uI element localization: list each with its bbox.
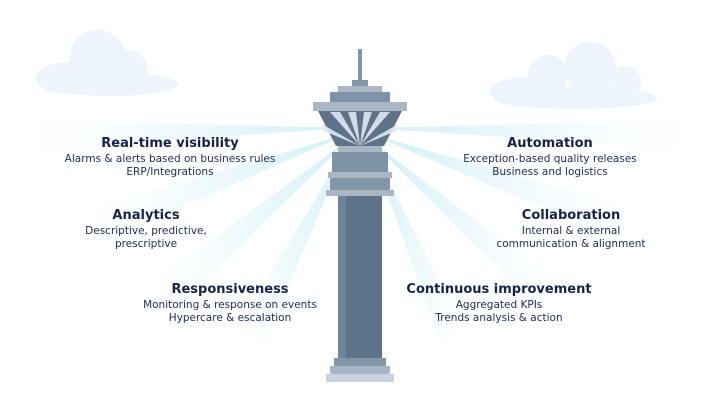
feature-title: Analytics	[112, 208, 180, 223]
feature-realtime-visibility: Real-time visibility Alarms & alerts bas…	[62, 136, 278, 179]
feature-analytics: Analytics Descriptive, predictive, presc…	[66, 208, 226, 251]
feature-line: Descriptive, predictive,	[85, 225, 207, 237]
feature-title: Collaboration	[521, 208, 621, 223]
feature-collaboration: Collaboration Internal & external commun…	[496, 208, 646, 251]
feature-line: Alarms & alerts based on business rules	[64, 153, 276, 165]
control-tower	[313, 49, 407, 382]
cloud-left-icon	[36, 30, 178, 96]
feature-line: ERP/Integrations	[126, 166, 214, 178]
feature-line: communication & alignment	[496, 238, 646, 250]
cloud-right-icon	[490, 42, 657, 109]
feature-line: Monitoring & response on events	[143, 299, 317, 311]
feature-line: Internal & external	[521, 225, 621, 237]
feature-line: prescriptive	[114, 238, 178, 250]
light-beams-left	[25, 120, 348, 340]
feature-continuous-improvement: Continuous improvement Aggregated KPIs T…	[406, 282, 592, 325]
feature-responsiveness: Responsiveness Monitoring & response on …	[130, 282, 330, 325]
feature-title: Real-time visibility	[101, 136, 239, 151]
feature-automation: Automation Exception-based quality relea…	[460, 136, 640, 179]
feature-title: Automation	[507, 136, 593, 151]
feature-line: Hypercare & escalation	[168, 312, 292, 324]
feature-title: Continuous improvement	[406, 282, 592, 297]
feature-line: Business and logistics	[492, 166, 608, 178]
feature-line: Aggregated KPIs	[455, 299, 543, 311]
feature-title: Responsiveness	[171, 282, 289, 297]
feature-line: Exception-based quality releases	[463, 153, 637, 165]
feature-line: Trends analysis & action	[435, 312, 563, 324]
